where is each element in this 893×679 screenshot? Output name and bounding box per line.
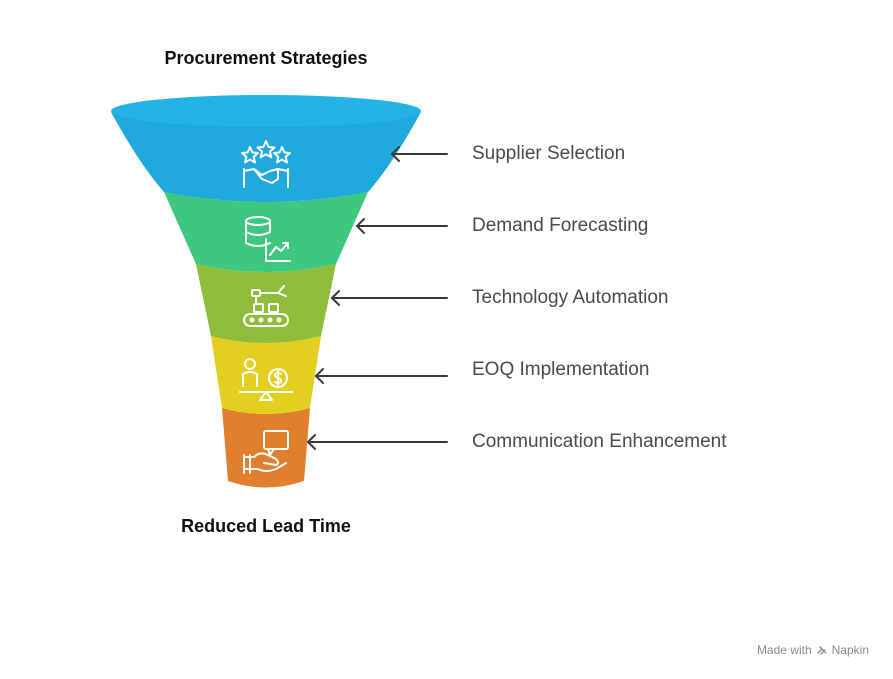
stage-label-2: Demand Forecasting	[472, 215, 649, 236]
napkin-logo-icon	[816, 646, 827, 655]
funnel-bottom-title: Reduced Lead Time	[181, 516, 351, 536]
stage-label-5: Communication Enhancement	[472, 431, 727, 452]
funnel-stage-4	[211, 336, 321, 414]
stage-label-3: Technology Automation	[472, 287, 669, 308]
arrow-icon	[331, 290, 448, 306]
stars-handshake-icon	[241, 140, 291, 188]
arrow-icon	[315, 368, 448, 384]
funnel-stage-2	[164, 192, 368, 272]
arrow-icon	[391, 146, 448, 162]
arrow-icon	[307, 434, 448, 450]
funnel-stage-1	[111, 95, 421, 202]
made-with-label: Made with	[756, 643, 812, 657]
footer-credit[interactable]: Made with Napkin	[757, 643, 869, 657]
stage-label-4: EOQ Implementation	[472, 359, 650, 380]
stage-label-1: Supplier Selection	[472, 143, 626, 164]
funnel-stage-5	[222, 408, 310, 488]
funnel-stage-3	[196, 264, 336, 343]
funnel-top-title: Procurement Strategies	[164, 48, 368, 68]
robot-conveyor-icon	[243, 285, 289, 327]
hand-chat-icon	[243, 430, 289, 474]
napkin-brand-label: Napkin	[831, 643, 869, 657]
database-chart-icon	[245, 216, 291, 262]
person-coin-scale-icon	[239, 358, 293, 401]
arrow-icon	[356, 218, 448, 234]
